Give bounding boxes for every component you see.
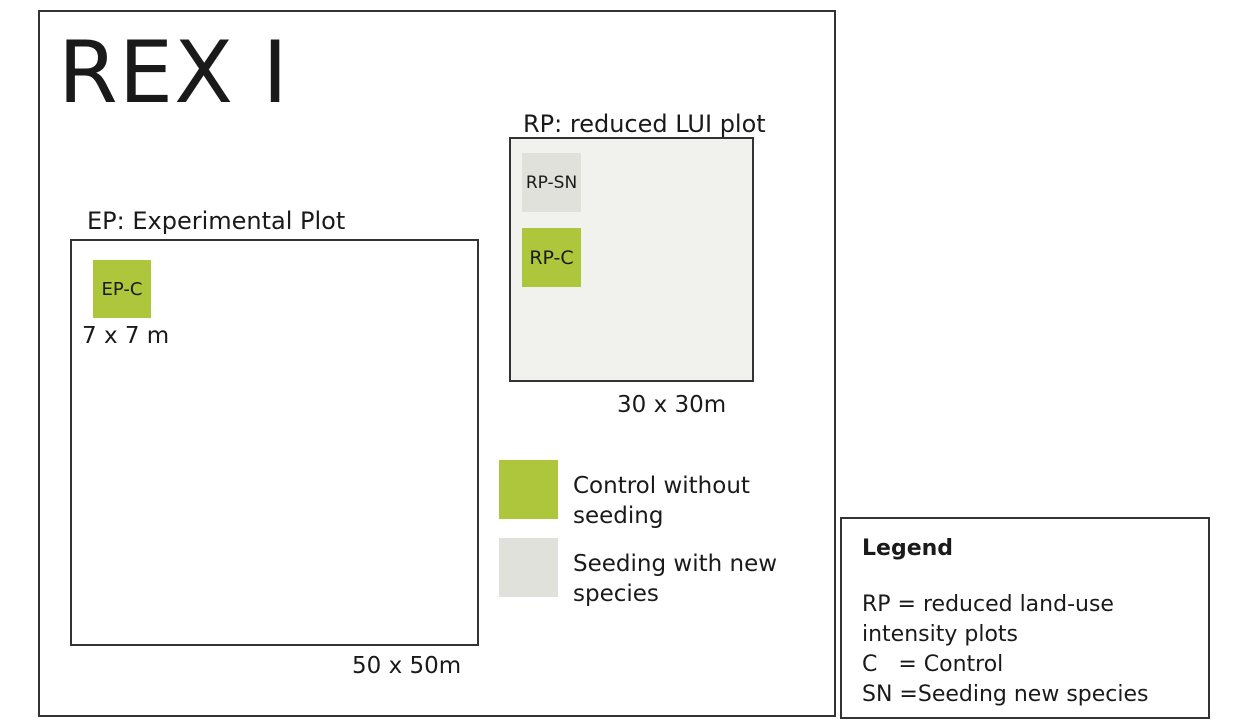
- rp-sn-subplot: RP-SN: [522, 153, 581, 212]
- rp-plot-title: RP: reduced LUI plot: [523, 110, 766, 138]
- ep-subplot-size: 7 x 7 m: [82, 323, 170, 349]
- rp-c-subplot: RP-C: [522, 228, 581, 287]
- legend-box: [840, 517, 1210, 719]
- legend-line-rp-cont: intensity plots: [862, 622, 1018, 647]
- rex-site-frame: [38, 10, 836, 717]
- legend-line-rp: RP = reduced land-use: [862, 592, 1114, 617]
- control-key-label: Control without seeding: [573, 471, 813, 531]
- seeding-key-line1: Seeding with new: [573, 551, 778, 577]
- seeding-swatch: [499, 538, 558, 597]
- legend-line-c: C = Control: [862, 652, 1004, 677]
- seeding-key-line2: species: [573, 581, 659, 607]
- rp-plot-size: 30 x 30m: [617, 392, 727, 418]
- legend-title: Legend: [862, 536, 954, 561]
- control-key-line2: seeding: [573, 503, 664, 529]
- control-swatch: [499, 460, 558, 519]
- seeding-key-label: Seeding with new species: [573, 549, 813, 609]
- legend-line-sn: SN =Seeding new species: [862, 682, 1149, 707]
- control-key-line1: Control without: [573, 473, 750, 499]
- ep-c-subplot: EP-C: [93, 260, 151, 318]
- site-title: REX I: [58, 23, 289, 123]
- ep-plot-size: 50 x 50m: [352, 653, 462, 679]
- ep-plot-title: EP: Experimental Plot: [87, 207, 346, 235]
